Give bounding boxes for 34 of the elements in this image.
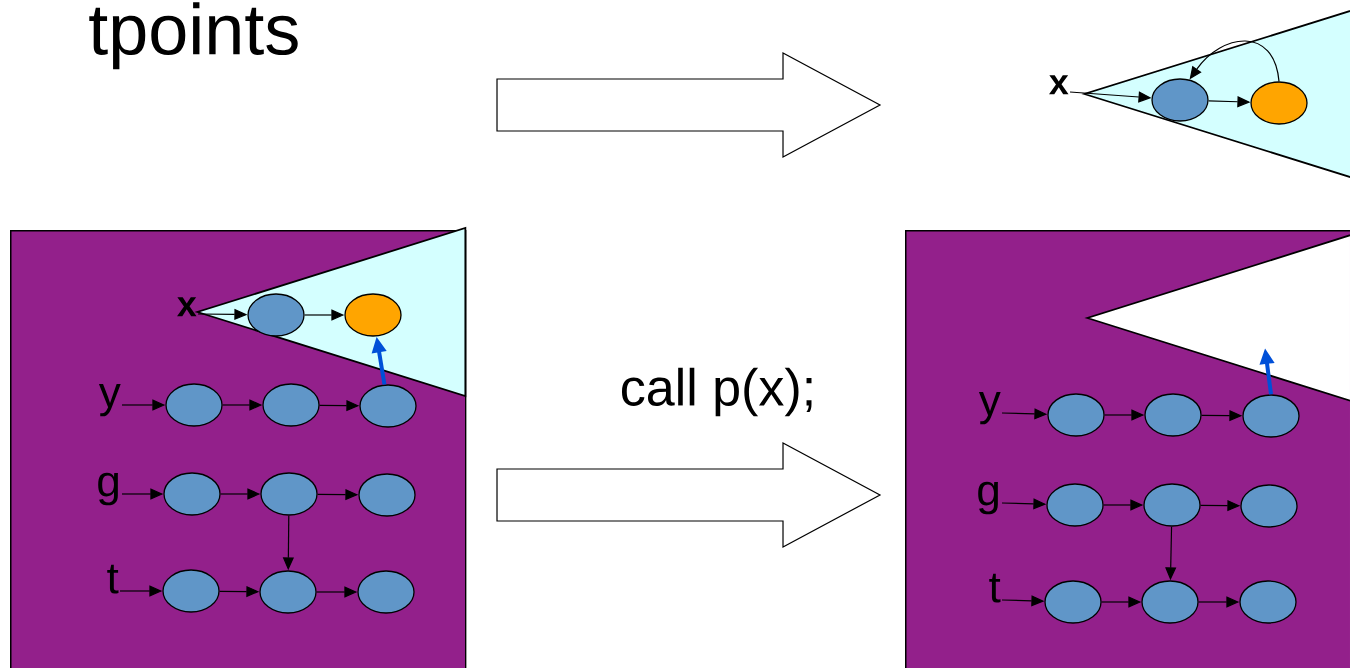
title: tpoints [89, 2, 298, 70]
ellipse [163, 472, 221, 516]
variable-label: t [989, 573, 1001, 603]
ellipse [359, 384, 417, 428]
ellipse [1143, 483, 1201, 527]
ellipse [1239, 580, 1297, 624]
ellipse [1151, 78, 1209, 122]
ellipse [1141, 580, 1199, 624]
variable-label: y [978, 392, 1001, 425]
ellipse [1144, 393, 1202, 437]
edge-label: call p(x); [622, 367, 812, 417]
ellipse [1250, 81, 1308, 125]
variable-label: x [1049, 75, 1069, 95]
variable-label: t [107, 564, 119, 594]
variable-label: g [98, 472, 118, 506]
ellipse [260, 472, 318, 516]
ellipse [344, 293, 402, 337]
ellipse [262, 383, 320, 427]
ellipse [1046, 483, 1104, 527]
ellipse [1240, 484, 1298, 528]
variable-label: y [98, 384, 121, 417]
ellipse [165, 383, 223, 427]
arrow [1189, 40, 1280, 82]
ellipse [357, 570, 415, 614]
ellipse [358, 473, 416, 517]
ellipse [162, 569, 220, 613]
ellipse [247, 293, 305, 337]
variable-label: g [978, 481, 998, 515]
block-arrow [496, 442, 882, 548]
variable-label: x [177, 297, 197, 317]
ellipse [259, 570, 317, 614]
ellipse [1044, 580, 1102, 624]
ellipse [1242, 394, 1300, 438]
ellipse [1047, 393, 1105, 437]
